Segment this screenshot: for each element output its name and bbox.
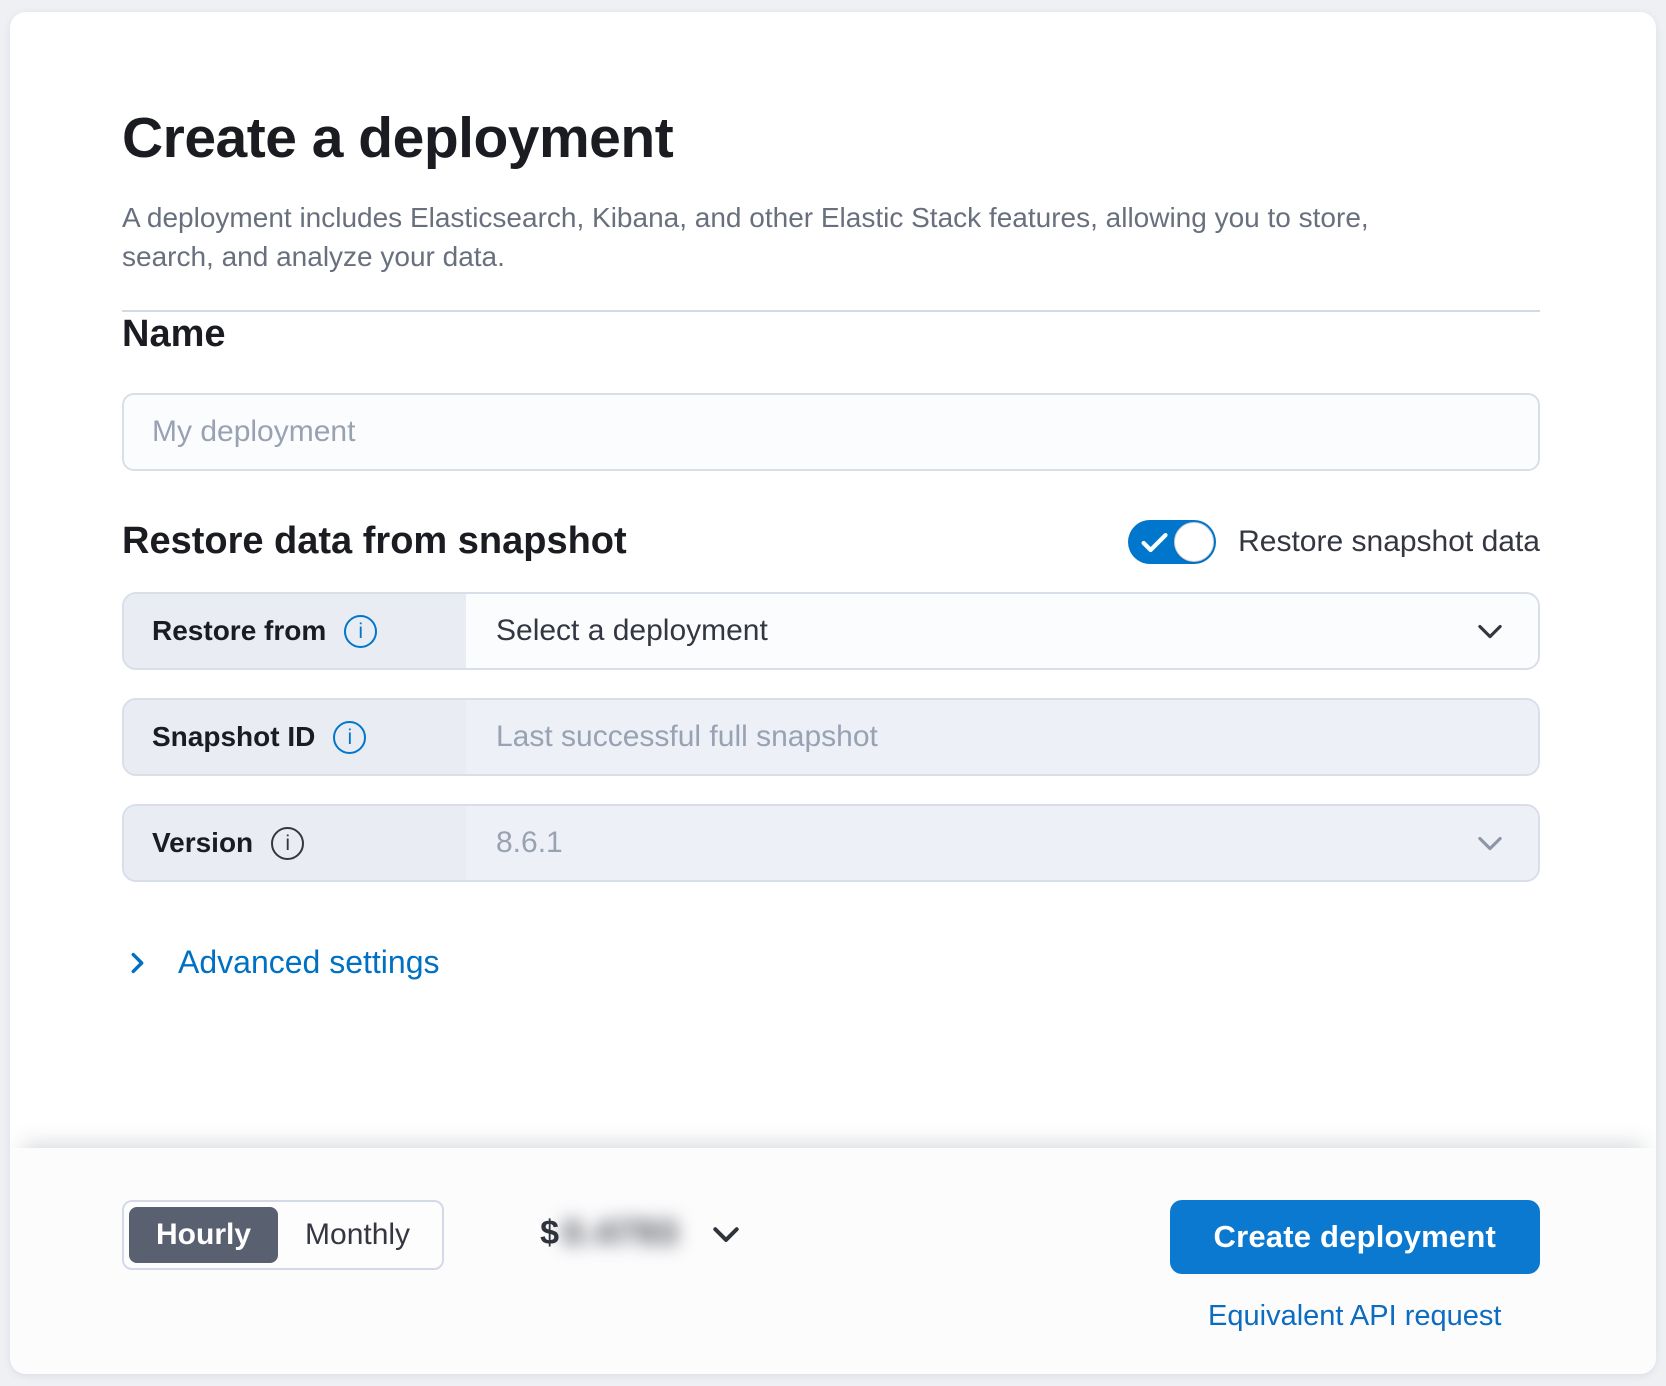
chevron-down-icon[interactable] bbox=[707, 1215, 745, 1253]
page-subtitle: A deployment includes Elasticsearch, Kib… bbox=[122, 198, 1540, 276]
snapshot-id-label-cell: Snapshot ID i bbox=[124, 700, 466, 774]
snapshot-id-label: Snapshot ID bbox=[152, 721, 316, 752]
restore-from-label: Restore from bbox=[152, 615, 327, 646]
deployment-name-input[interactable] bbox=[122, 393, 1540, 471]
version-select: 8.6.1 bbox=[466, 806, 1538, 880]
version-row: Version i 8.6.1 bbox=[122, 804, 1540, 882]
restore-from-select[interactable]: Select a deployment bbox=[466, 594, 1538, 668]
footer-actions: Create deployment Equivalent API request bbox=[1169, 1200, 1540, 1333]
chevron-right-icon bbox=[131, 952, 144, 973]
billing-option-monthly[interactable]: Monthly bbox=[305, 1218, 411, 1251]
snapshot-id-input: Last successful full snapshot bbox=[466, 700, 1538, 774]
price-currency: $ bbox=[540, 1214, 559, 1252]
advanced-settings-label: Advanced settings bbox=[178, 944, 440, 980]
toggle-knob bbox=[1174, 521, 1215, 562]
snapshot-id-row: Snapshot ID i Last successful full snaps… bbox=[122, 698, 1540, 776]
advanced-settings-link[interactable]: Advanced settings bbox=[122, 944, 440, 981]
toggle-label: Restore snapshot data bbox=[1238, 524, 1540, 558]
create-deployment-panel: Create a deployment A deployment include… bbox=[10, 12, 1656, 1374]
version-value: 8.6.1 bbox=[496, 826, 563, 859]
restore-from-row: Restore from i Select a deployment bbox=[122, 592, 1540, 670]
info-icon[interactable]: i bbox=[344, 614, 378, 648]
price-amount-blurred: 0.4793 bbox=[562, 1214, 679, 1252]
restore-snapshot-toggle[interactable] bbox=[1128, 519, 1217, 564]
restore-from-value: Select a deployment bbox=[496, 614, 768, 647]
version-label-cell: Version i bbox=[124, 806, 466, 880]
billing-option-hourly[interactable]: Hourly bbox=[129, 1207, 279, 1263]
subtitle-line-2: search, and analyze your data. bbox=[122, 241, 505, 272]
page-title: Create a deployment bbox=[122, 106, 674, 170]
check-icon bbox=[1141, 532, 1168, 552]
info-icon[interactable]: i bbox=[333, 720, 367, 754]
main-content: Create a deployment A deployment include… bbox=[10, 12, 1656, 1148]
footer-bar: Hourly Monthly $ 0.4793 Create deploymen… bbox=[10, 1148, 1656, 1374]
price-display: $ 0.4793 bbox=[540, 1214, 745, 1253]
restore-from-label-cell: Restore from i bbox=[124, 594, 466, 668]
restore-snapshot-toggle-group: Restore snapshot data bbox=[1128, 519, 1540, 564]
chevron-down-icon bbox=[1478, 624, 1502, 639]
subtitle-line-1: A deployment includes Elasticsearch, Kib… bbox=[122, 202, 1369, 233]
create-deployment-button[interactable]: Create deployment bbox=[1169, 1200, 1540, 1274]
version-label: Version bbox=[152, 827, 254, 858]
header-divider bbox=[122, 310, 1540, 312]
chevron-down-icon bbox=[1478, 836, 1502, 851]
snapshot-id-placeholder: Last successful full snapshot bbox=[496, 720, 878, 753]
billing-period-toggle: Hourly Monthly bbox=[122, 1200, 445, 1270]
equivalent-api-request-link[interactable]: Equivalent API request bbox=[1208, 1300, 1502, 1332]
restore-section-heading: Restore data from snapshot bbox=[122, 520, 627, 562]
name-section-heading: Name bbox=[122, 313, 226, 355]
info-icon[interactable]: i bbox=[271, 826, 305, 860]
